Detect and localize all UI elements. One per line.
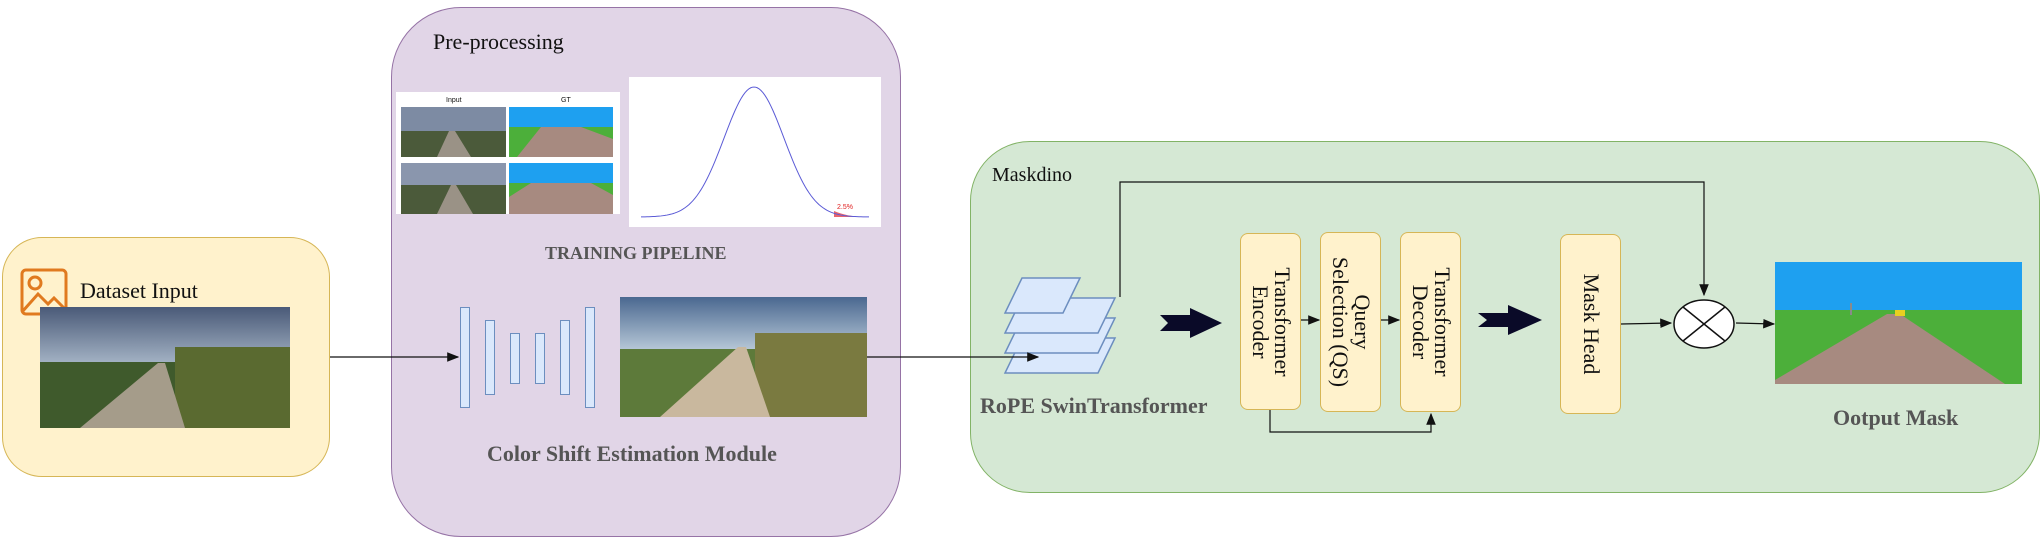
input-column-label: Input bbox=[446, 97, 462, 104]
encoder-bar-3 bbox=[510, 333, 520, 384]
transformer-encoder-label: Transformer Encoder bbox=[1247, 266, 1295, 377]
transformer-decoder-block: Transformer Decoder bbox=[1400, 232, 1461, 412]
feature-stack-icon bbox=[1003, 277, 1117, 374]
transformer-encoder-block: Transformer Encoder bbox=[1240, 233, 1301, 410]
decoder-bar-2 bbox=[560, 320, 570, 395]
preprocessing-title: Pre-processing bbox=[433, 29, 564, 54]
query-selection-label: Query Selection (QS) bbox=[1327, 256, 1375, 388]
dataset-road-image bbox=[40, 307, 290, 428]
mask-head-block: Mask Head bbox=[1560, 234, 1621, 414]
multiply-node bbox=[1673, 299, 1735, 349]
decoder-bar-3 bbox=[585, 307, 595, 408]
maskdino-title: Maskdino bbox=[992, 164, 1072, 186]
encoder-bar-2 bbox=[485, 320, 495, 395]
tail-percent-label: 2.5% bbox=[837, 204, 853, 211]
training-pipeline-label: TRAINING PIPELINE bbox=[545, 243, 727, 263]
backbone-label: RoPE SwinTransformer bbox=[980, 393, 1208, 418]
output-mask-image bbox=[1775, 262, 2022, 384]
color-shift-module-label: Color Shift Estimation Module bbox=[487, 441, 777, 466]
output-mask-label: Ootput Mask bbox=[1833, 405, 1959, 430]
gt-column-label: GT bbox=[561, 97, 571, 104]
gaussian-distribution-plot: 2.5% bbox=[629, 77, 881, 227]
mask-head-label: Mask Head bbox=[1578, 273, 1604, 375]
query-selection-block: Query Selection (QS) bbox=[1320, 232, 1381, 412]
input-gt-grid: Input GT bbox=[396, 92, 620, 214]
decoder-bar-1 bbox=[535, 333, 545, 384]
encoder-bar-1 bbox=[460, 307, 470, 408]
color-shifted-road-image bbox=[620, 297, 867, 417]
transformer-decoder-label: Transformer Decoder bbox=[1407, 267, 1455, 377]
dataset-input-title: Dataset Input bbox=[80, 278, 198, 303]
